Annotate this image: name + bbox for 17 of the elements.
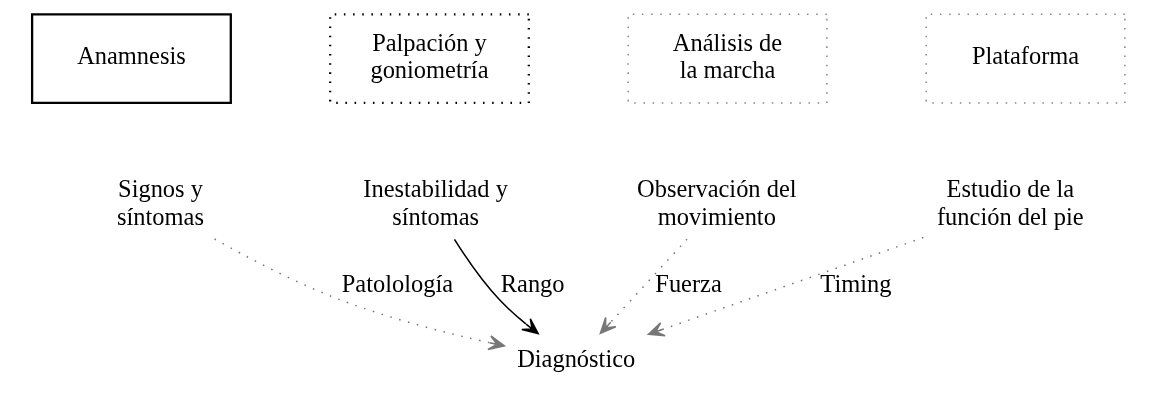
node-text: Observación del movimiento xyxy=(637,175,797,230)
node-text: Diagnóstico xyxy=(517,345,636,373)
edge-label: Fuerza xyxy=(655,270,722,298)
node-text: Estudio de la función del pie xyxy=(936,175,1084,230)
arrow xyxy=(599,238,688,335)
edge-label: Patolología xyxy=(341,270,454,298)
node-box: Plataforma xyxy=(925,13,1126,104)
node-text: Signos y síntomas xyxy=(117,175,204,230)
edge-label: Rango xyxy=(500,270,565,298)
arrow xyxy=(647,236,925,337)
node-box: Anamnesis xyxy=(30,13,232,105)
node-box: Palpación y goniometría xyxy=(329,13,530,105)
edge-label: Timing xyxy=(820,270,892,298)
arrow xyxy=(453,238,539,335)
arrow xyxy=(213,238,506,351)
node-text: Inestabilidad y síntomas xyxy=(363,175,508,230)
node-box: Análisis de la marcha xyxy=(627,13,828,104)
